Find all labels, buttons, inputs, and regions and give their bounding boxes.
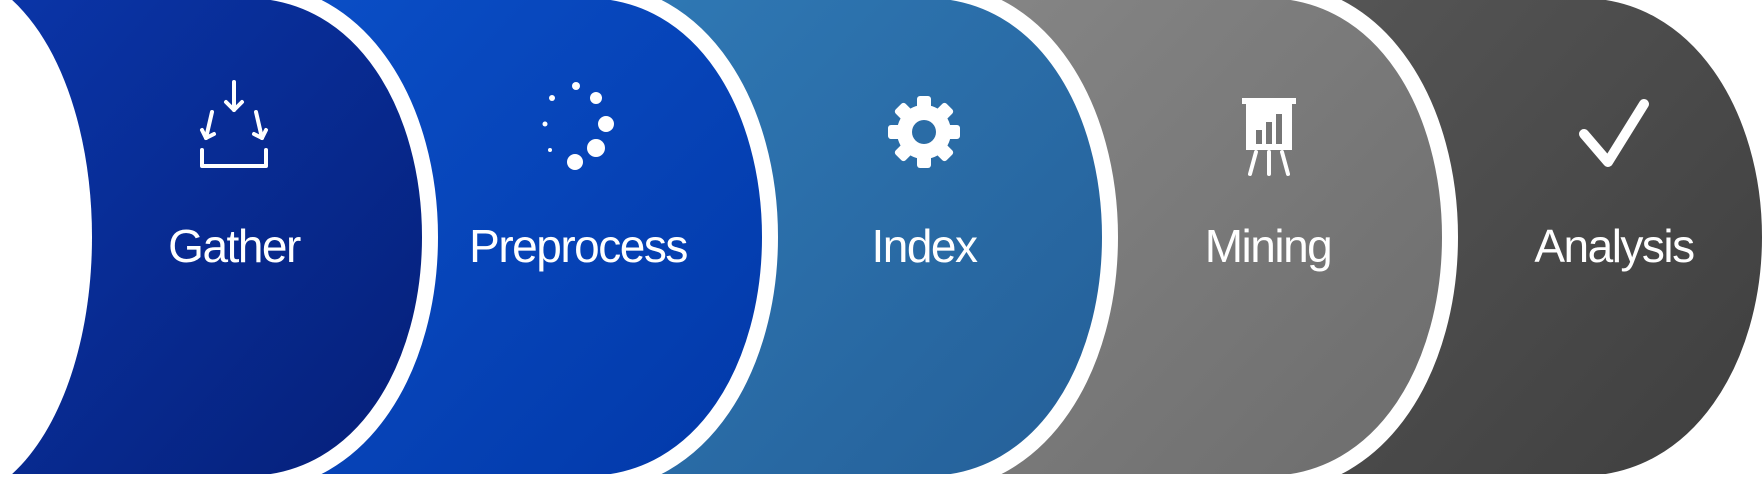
step-mining [982,0,1459,479]
download-tray-icon [200,80,268,168]
step-index-shape [642,0,1119,479]
step-preprocess [302,0,779,479]
gear-icon [888,96,960,168]
step-label-analysis: Analysis [1534,220,1694,272]
loading-spinner-icon [542,82,614,170]
presentation-chart-icon [1242,98,1296,176]
checkmark-icon [1579,99,1649,167]
step-analysis [1322,0,1764,479]
left-edge-cutout [0,0,92,479]
step-label-mining: Mining [1205,220,1332,272]
step-mining-shape [982,0,1459,479]
step-preprocess-shape [302,0,779,479]
step-gather [0,0,439,479]
step-label-preprocess: Preprocess [469,220,687,272]
step-analysis-shape [1322,0,1764,479]
step-index [642,0,1119,479]
step-label-index: Index [871,220,978,272]
step-label-gather: Gather [168,220,301,272]
step-gather-shape [0,0,439,479]
